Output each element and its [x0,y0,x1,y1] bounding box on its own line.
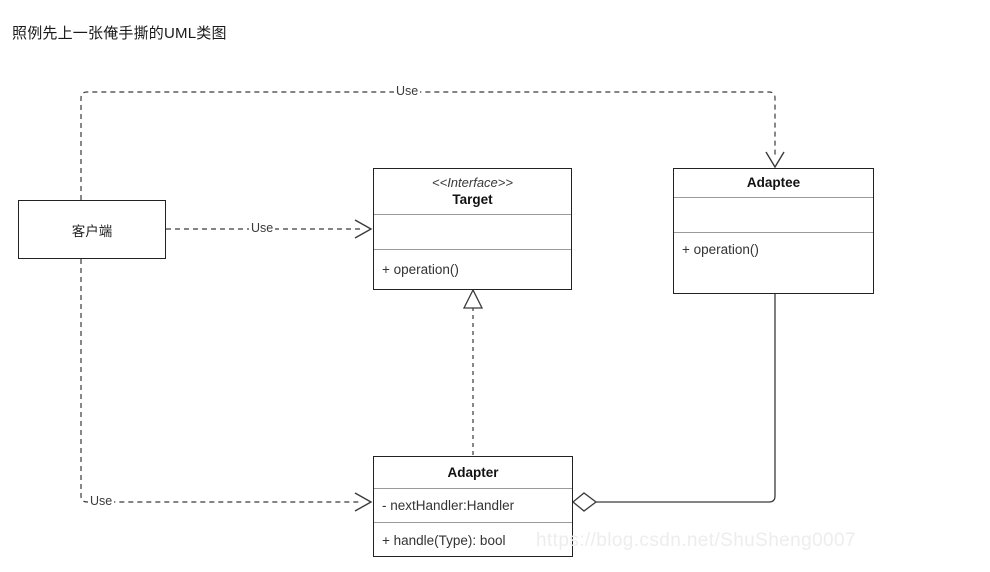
connector-client-uses-adaptee [80,91,776,200]
edge-label-client-uses-adaptee: Use [394,84,421,98]
class-method-adaptee-0: + operation() [674,232,873,292]
uml-class-target[interactable]: <<Interface>> Target + operation() [373,168,572,290]
arrowhead-open-adapter [354,492,373,512]
arrowhead-hollow-diamond-adapter [571,492,598,512]
class-method-adapter-0: + handle(Type): bool [374,522,572,557]
uml-class-adaptee[interactable]: Adaptee + operation() [673,168,874,294]
class-header-adaptee: Adaptee [674,169,873,197]
class-name-client: 客户端 [71,223,113,239]
arrowhead-open-target [354,219,373,239]
edge-label-client-uses-target: Use [249,221,276,235]
class-attributes-adaptee [674,197,873,232]
edge-label-client-uses-adapter: Use [88,494,115,508]
uml-class-client[interactable]: 客户端 [18,200,166,259]
class-method-target-0: + operation() [374,249,571,289]
page-title: 照例先上一张俺手撕的UML类图 [12,25,227,42]
class-attribute-adapter-0: - nextHandler:Handler [374,488,572,522]
class-name-target: Target [452,191,493,207]
uml-class-adapter[interactable]: Adapter - nextHandler:Handler + handle(T… [373,456,573,557]
connector-client-uses-adapter [80,259,362,503]
class-name-adapter: Adapter [447,464,499,480]
watermark-text: https://blog.csdn.net/ShuSheng0007 [536,530,856,551]
class-header-adapter: Adapter [374,457,572,488]
class-name-adaptee: Adaptee [746,175,801,191]
class-header-target: <<Interface>> Target [374,169,571,214]
class-stereotype-target: <<Interface>> [432,174,513,190]
class-attributes-target [374,214,571,249]
arrowhead-hollow-triangle-target [462,288,484,309]
arrowhead-open-adaptee [765,151,785,169]
connector-adapter-aggregates-adaptee [596,294,776,503]
